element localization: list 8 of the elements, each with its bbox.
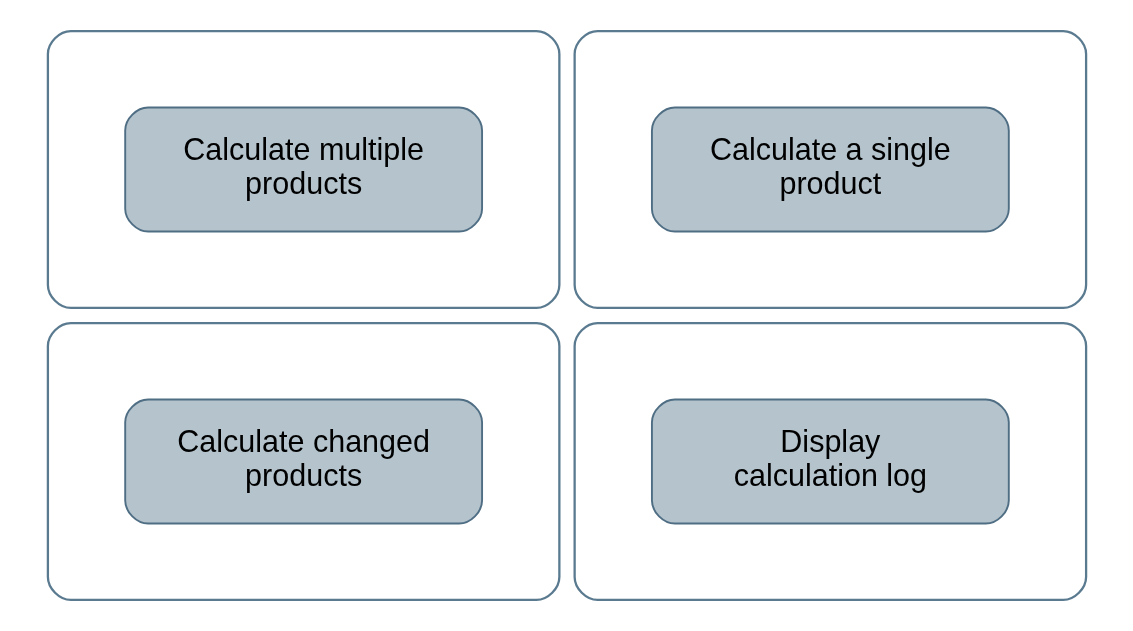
node-box: Display calculation log bbox=[650, 398, 1010, 525]
cluster bbox=[573, 322, 1087, 601]
cluster bbox=[46, 30, 560, 309]
node-box: Calculate changed products bbox=[123, 398, 483, 525]
cluster bbox=[573, 30, 1087, 309]
node-box: Calculate a single product bbox=[650, 106, 1010, 233]
cluster bbox=[46, 322, 560, 601]
node-box: Calculate multiple products bbox=[123, 106, 483, 233]
